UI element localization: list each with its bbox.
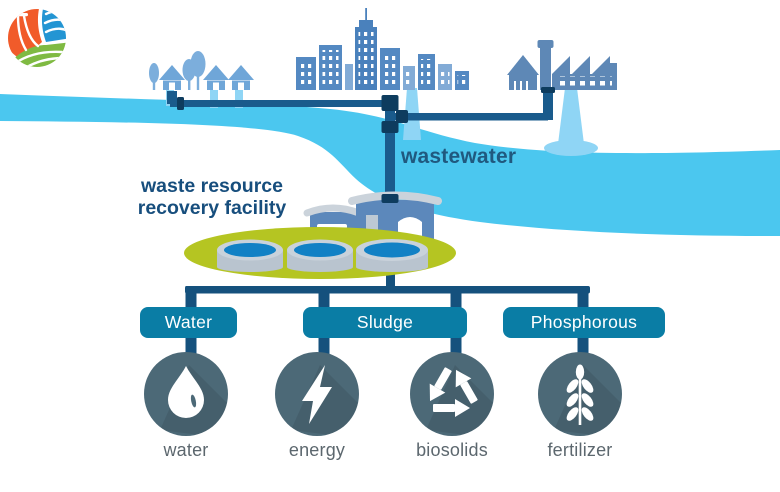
product-circles [144, 352, 622, 436]
sewer-pipes [167, 87, 555, 205]
settling-tanks [217, 239, 428, 272]
wastewater-label: wastewater [401, 145, 517, 168]
energy-output-circle [275, 352, 359, 436]
resource-box-phosphorous: Phosphorous [503, 307, 665, 338]
caption-water: water [163, 440, 209, 460]
water-output-circle [144, 352, 228, 436]
lightning-bolt-icon [302, 365, 332, 424]
city-skyline [296, 8, 469, 90]
factory [507, 40, 617, 90]
caption-fertilizer: fertilizer [547, 440, 613, 460]
wastewater-streams [166, 86, 598, 156]
skyscraper-icon [355, 8, 377, 90]
treatment-facility [184, 191, 456, 293]
house-icon [159, 65, 254, 90]
resource-box-sludge: Sludge [303, 307, 467, 338]
facility-label: waste resource recovery facility [123, 175, 301, 219]
wheat-icon [566, 364, 594, 425]
company-logo [8, 9, 66, 67]
facility-label-line1: waste resource [141, 175, 283, 197]
houses [149, 51, 254, 90]
biosolids-output-circle [410, 352, 494, 436]
facility-label-line2: recovery facility [137, 197, 287, 219]
fertilizer-output-circle [538, 352, 622, 436]
caption-energy: energy [288, 440, 346, 460]
tree-icon [149, 51, 206, 90]
resource-box-water: Water [140, 307, 237, 338]
caption-biosolids: biosolids [416, 440, 488, 460]
water-drop-icon [168, 366, 204, 418]
